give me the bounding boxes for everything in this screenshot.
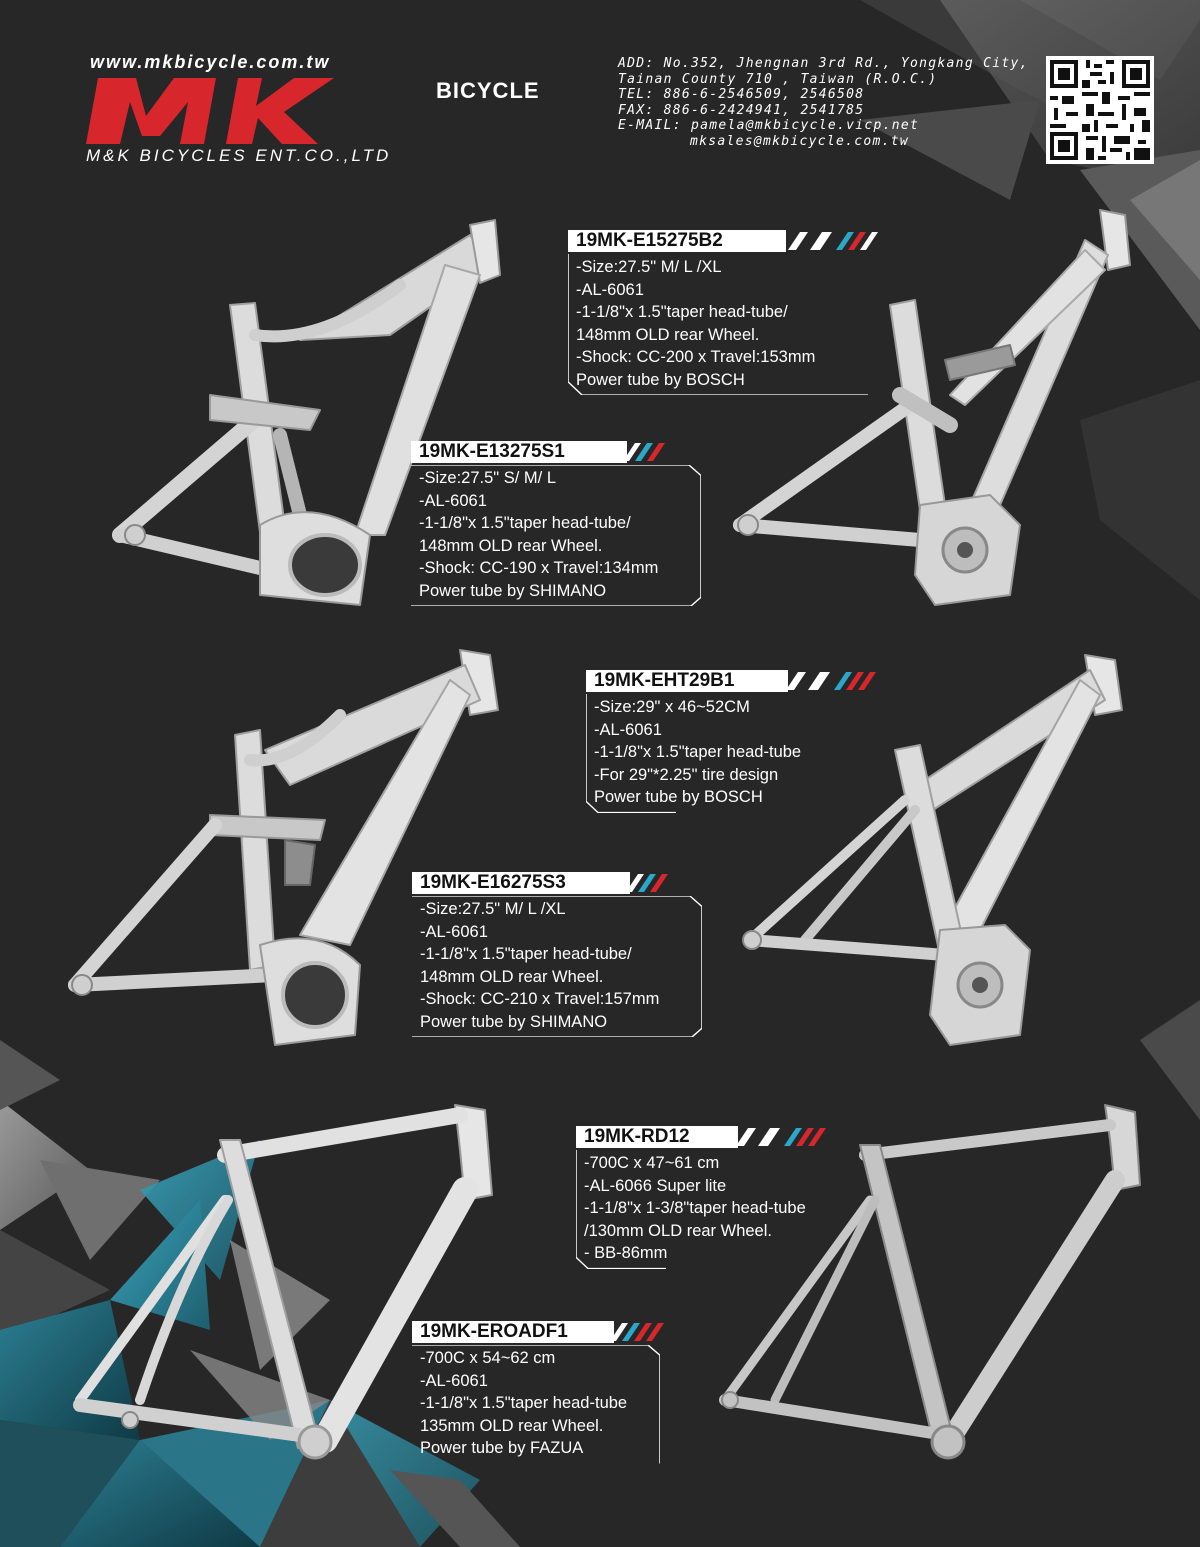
spec-title-bar: 19MK-E15275B2 — [568, 230, 878, 252]
spec-line: -Size:27.5" M/ L /XL — [420, 900, 566, 918]
brand-word: BICYCLE — [436, 78, 540, 103]
frame-image-e16275s3 — [68, 649, 499, 1046]
spec-line: 135mm OLD rear Wheel. — [420, 1416, 604, 1435]
spec-line: -1-1/8"x 1.5"taper head-tube/ — [420, 945, 632, 963]
spec-line: -1-1/8"x 1.5"taper head-tube/ — [576, 303, 788, 321]
spec-line: 148mm OLD rear Wheel. — [420, 967, 604, 986]
spec-box-outline — [412, 1345, 660, 1464]
spec-line: -1-1/8"x 1.5"taper head-tube — [420, 1394, 628, 1412]
spec-line: -For 29"*2.25" tire design — [594, 765, 779, 784]
spec-line: Power tube by BOSCH — [594, 788, 763, 806]
spec-line: -1-1/8"x 1.5"taper head-tube/ — [419, 514, 631, 532]
spec-line: -Size:29" x 46~52CM — [594, 698, 750, 716]
spec-e15275b2: 19MK-E15275B2 -Size:27.5" M/ L /XL -AL-6… — [568, 230, 878, 395]
spec-box-outline — [568, 254, 868, 395]
stripe-accent — [788, 232, 878, 250]
frame-image-eroadf1 — [73, 1104, 493, 1460]
spec-line: -Size:27.5" M/ L /XL — [576, 258, 722, 276]
spec-title-bar: 19MK-E13275S1 — [411, 441, 701, 463]
stripe-accent — [623, 443, 665, 461]
spec-line: -1-1/8"x 1-3/8"taper head-tube — [584, 1199, 806, 1217]
frame-image-rd12 — [719, 1104, 1141, 1460]
spec-line: -700C x 47~61 cm — [584, 1154, 720, 1172]
frame-image-eht29b1 — [742, 654, 1123, 1046]
brand-logo-block: www.mkbicycle.com.tw BICYCLE M&K BICYCLE… — [86, 48, 556, 168]
spec-list: -700C x 54~62 cm -AL-6061 -1-1/8"x 1.5"t… — [412, 1345, 660, 1464]
spec-line: -Size:27.5" S/ M/ L — [419, 469, 556, 487]
contact-info: ADD: No.352, Jhengnan 3rd Rd., Yongkang … — [618, 56, 1048, 149]
model-name: 19MK-EHT29B1 — [586, 670, 788, 692]
spec-title-bar: 19MK-RD12 — [576, 1126, 856, 1148]
spec-box-outline — [576, 1150, 666, 1269]
spec-line: Power tube by BOSCH — [576, 370, 745, 389]
spec-line: -AL-6066 Super lite — [584, 1176, 727, 1195]
spec-line: /130mm OLD rear Wheel. — [584, 1221, 772, 1240]
spec-e16275s3: 19MK-E16275S3 -Size:27.5" M/ L /XL -AL-6… — [412, 872, 702, 1037]
website-url[interactable]: www.mkbicycle.com.tw — [90, 52, 331, 72]
stripe-accent — [626, 874, 668, 892]
mk-logo — [86, 78, 334, 144]
spec-line: 148mm OLD rear Wheel. — [419, 536, 603, 555]
spec-line: -Shock: CC-190 x Travel:134mm — [419, 559, 659, 577]
model-name: 19MK-EROADF1 — [412, 1321, 614, 1343]
spec-line: -Shock: CC-210 x Travel:157mm — [420, 990, 660, 1008]
model-name: 19MK-E15275B2 — [568, 230, 786, 252]
spec-line: Power tube by FAZUA — [420, 1439, 584, 1457]
spec-eht29b1: 19MK-EHT29B1 -Size:29" x 46~52CM -AL-606… — [586, 670, 876, 813]
spec-list: -700C x 47~61 cm -AL-6066 Super lite -1-… — [576, 1150, 856, 1269]
spec-line: -1-1/8"x 1.5"taper head-tube — [594, 743, 802, 761]
stripe-accent — [736, 1128, 826, 1146]
stripe-accent — [786, 672, 876, 690]
spec-line: Power tube by SHIMANO — [419, 581, 607, 600]
spec-list: -Size:27.5" S/ M/ L -AL-6061 -1-1/8"x 1.… — [411, 465, 701, 606]
frame-image-e13275s1 — [112, 219, 501, 606]
spec-rd12: 19MK-RD12 -700C x 47~61 cm -AL-6066 Supe… — [576, 1126, 856, 1269]
spec-line: -AL-6061 — [594, 720, 662, 739]
telephone: TEL: 886-6-2546509, 2546508 — [618, 87, 865, 102]
email-2[interactable]: mksales@mkbicycle.com.tw — [690, 133, 910, 149]
model-name: 19MK-E13275S1 — [411, 441, 627, 463]
spec-box-outline — [411, 465, 701, 606]
model-name: 19MK-E16275S3 — [412, 872, 630, 894]
spec-title-bar: 19MK-E16275S3 — [412, 872, 702, 894]
spec-box-outline — [412, 896, 702, 1037]
spec-eroadf1: 19MK-EROADF1 -700C x 54~62 cm -AL-6061 -… — [412, 1321, 664, 1464]
spec-line: -AL-6061 — [420, 1371, 488, 1390]
spec-e13275s1: 19MK-E13275S1 -Size:27.5" S/ M/ L -AL-60… — [411, 441, 701, 606]
spec-line: - BB-86mm — [584, 1244, 668, 1262]
frame-image-e15275b2 — [733, 209, 1131, 606]
spec-line: -700C x 54~62 cm — [420, 1349, 556, 1367]
spec-line: -AL-6061 — [420, 922, 488, 941]
spec-line: Power tube by SHIMANO — [420, 1012, 608, 1031]
spec-title-bar: 19MK-EHT29B1 — [586, 670, 876, 692]
spec-list: -Size:29" x 46~52CM -AL-6061 -1-1/8"x 1.… — [586, 694, 841, 813]
company-name: M&K BICYCLES ENT.CO.,LTD — [86, 146, 392, 165]
spec-box-outline — [586, 694, 676, 813]
model-name: 19MK-RD12 — [576, 1126, 738, 1148]
spec-list: -Size:27.5" M/ L /XL -AL-6061 -1-1/8"x 1… — [412, 896, 702, 1037]
fax: FAX: 886-6-2424941, 2541785 — [618, 102, 865, 118]
qr-code[interactable] — [1046, 56, 1154, 164]
stripe-accent — [610, 1323, 664, 1341]
spec-line: -AL-6061 — [419, 491, 487, 510]
spec-line: -AL-6061 — [576, 280, 644, 299]
spec-line: -Shock: CC-200 x Travel:153mm — [576, 348, 816, 366]
spec-line: 148mm OLD rear Wheel. — [576, 325, 760, 344]
spec-list: -Size:27.5" M/ L /XL -AL-6061 -1-1/8"x 1… — [568, 254, 868, 395]
address-line-1: ADD: No.352, Jhengnan 3rd Rd., Yongkang … — [618, 56, 1029, 71]
email-1[interactable]: E-MAIL: pamela@mkbicycle.vicp.net — [618, 118, 920, 133]
spec-title-bar: 19MK-EROADF1 — [412, 1321, 664, 1343]
address-line-2: Tainan County 710 , Taiwan (R.O.C.) — [618, 71, 938, 87]
